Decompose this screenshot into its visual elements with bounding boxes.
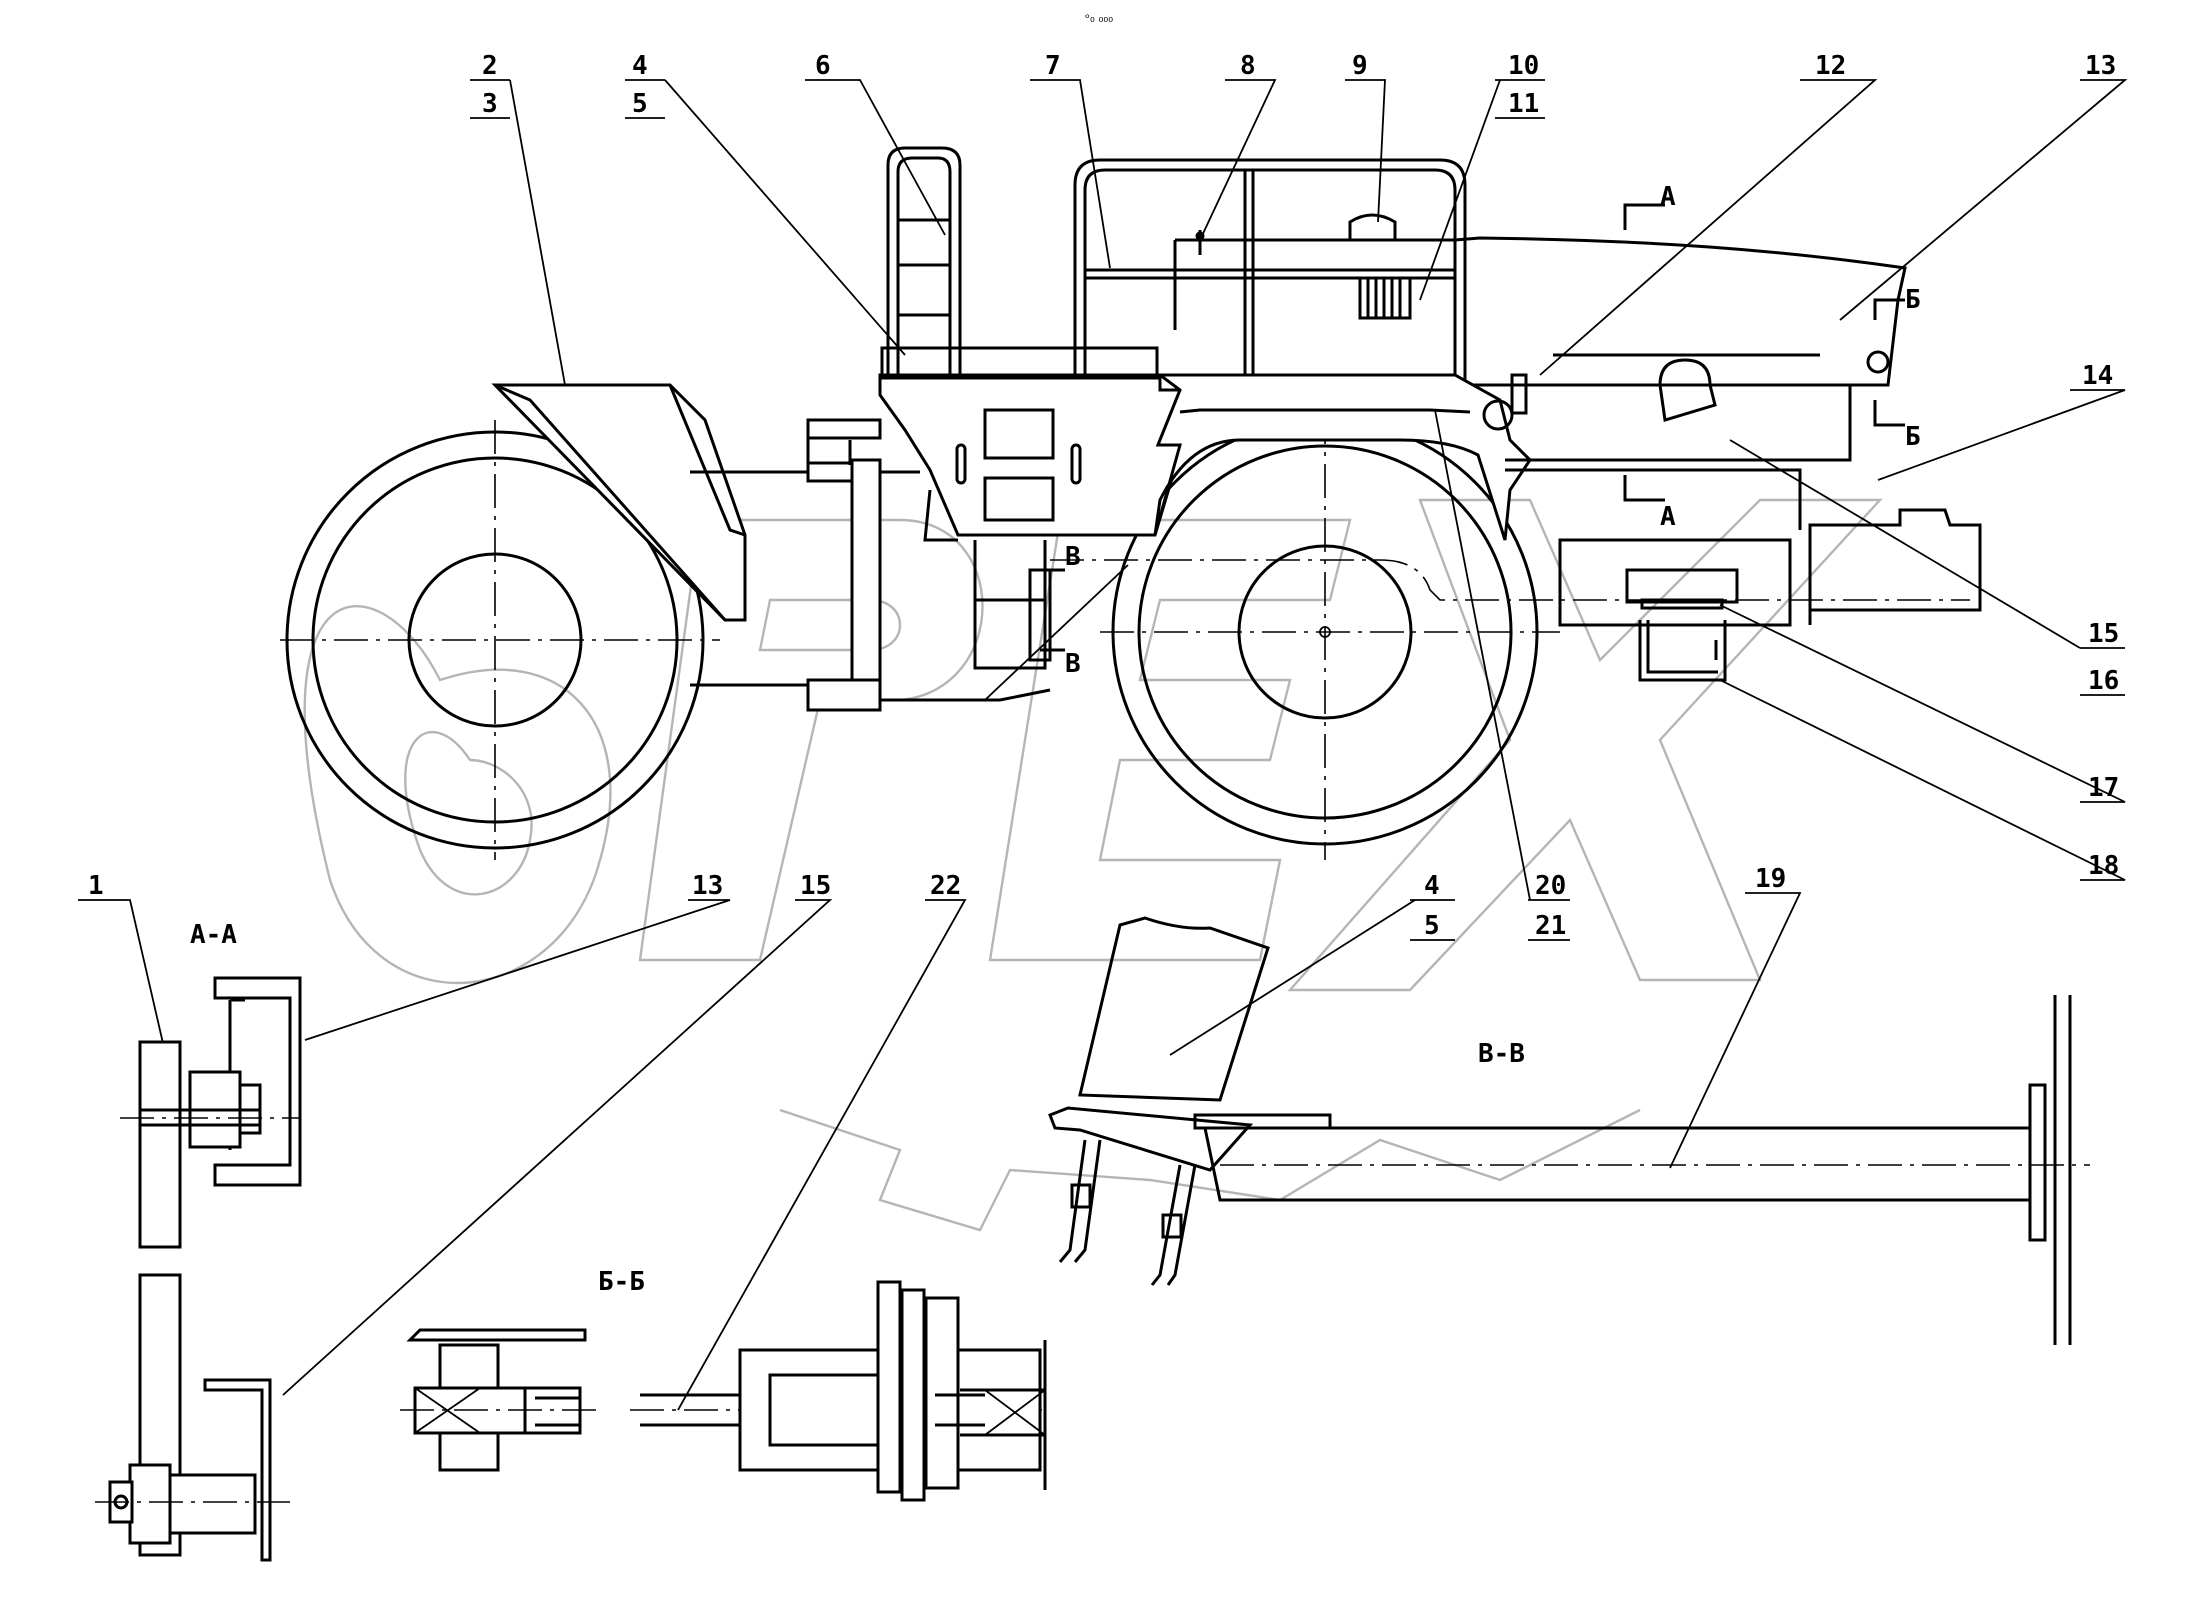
svg-text:В: В xyxy=(1065,649,1081,679)
label-14: 14 xyxy=(2082,361,2113,391)
label-19: 19 xyxy=(1755,864,1786,894)
label-2: 2 xyxy=(482,51,498,81)
section-marker-b: Б Б xyxy=(1873,285,1921,452)
label-15: 15 xyxy=(2088,619,2119,649)
front-wheel xyxy=(280,420,720,860)
header-mark: ᵒ₀ ₀₀₀ xyxy=(1085,11,1113,25)
label-4: 4 xyxy=(632,51,648,81)
label-11: 11 xyxy=(1508,89,1539,119)
section-marker-a: А А xyxy=(1623,182,1676,532)
rear-fender xyxy=(1153,373,1532,541)
engine-body xyxy=(1505,383,1982,682)
svg-text:В: В xyxy=(1065,542,1081,572)
label-12: 12 xyxy=(1815,51,1846,81)
ladder-step xyxy=(886,146,962,395)
section-bb-title: Б-Б xyxy=(598,1267,645,1297)
label-5b: 5 xyxy=(1424,911,1440,941)
svg-text:Б: Б xyxy=(1905,422,1921,452)
label-9: 9 xyxy=(1352,51,1368,81)
front-frame xyxy=(690,418,1051,712)
section-bb: Б-Б xyxy=(400,1267,1050,1502)
radiator-fins xyxy=(1358,276,1412,320)
label-4b: 4 xyxy=(1424,871,1440,901)
cab-body xyxy=(878,346,1185,542)
section-vv-title: В-В xyxy=(1478,1039,1525,1069)
label-7: 7 xyxy=(1045,51,1061,81)
engine-hood xyxy=(1454,236,1907,422)
tractor-side-view: А А Б Б В В xyxy=(280,146,1982,860)
label-3: 3 xyxy=(482,89,498,119)
callout-labels: 2 3 4 5 6 7 8 9 10 11 12 13 14 15 16 xyxy=(78,51,2128,1411)
svg-text:А: А xyxy=(1660,502,1676,532)
label-15b: 15 xyxy=(800,871,831,901)
cab-frame xyxy=(1073,158,1467,395)
section-aa: А-А xyxy=(95,920,302,1562)
label-1: 1 xyxy=(88,871,104,901)
label-10: 10 xyxy=(1508,51,1539,81)
svg-text:А: А xyxy=(1660,182,1676,212)
label-8: 8 xyxy=(1240,51,1256,81)
label-13b: 13 xyxy=(692,871,723,901)
label-16: 16 xyxy=(2088,666,2119,696)
label-22: 22 xyxy=(930,871,961,901)
section-marker-v: В В xyxy=(1040,542,1081,679)
label-5: 5 xyxy=(632,89,648,119)
label-17: 17 xyxy=(2088,773,2119,803)
label-18: 18 xyxy=(2088,851,2119,881)
label-6: 6 xyxy=(815,51,831,81)
section-vv: В-В xyxy=(1048,916,2090,1345)
svg-text:Б: Б xyxy=(1905,285,1921,315)
label-21: 21 xyxy=(1535,911,1566,941)
section-aa-title: А-А xyxy=(190,920,237,950)
label-20: 20 xyxy=(1535,871,1566,901)
label-13: 13 xyxy=(2085,51,2116,81)
